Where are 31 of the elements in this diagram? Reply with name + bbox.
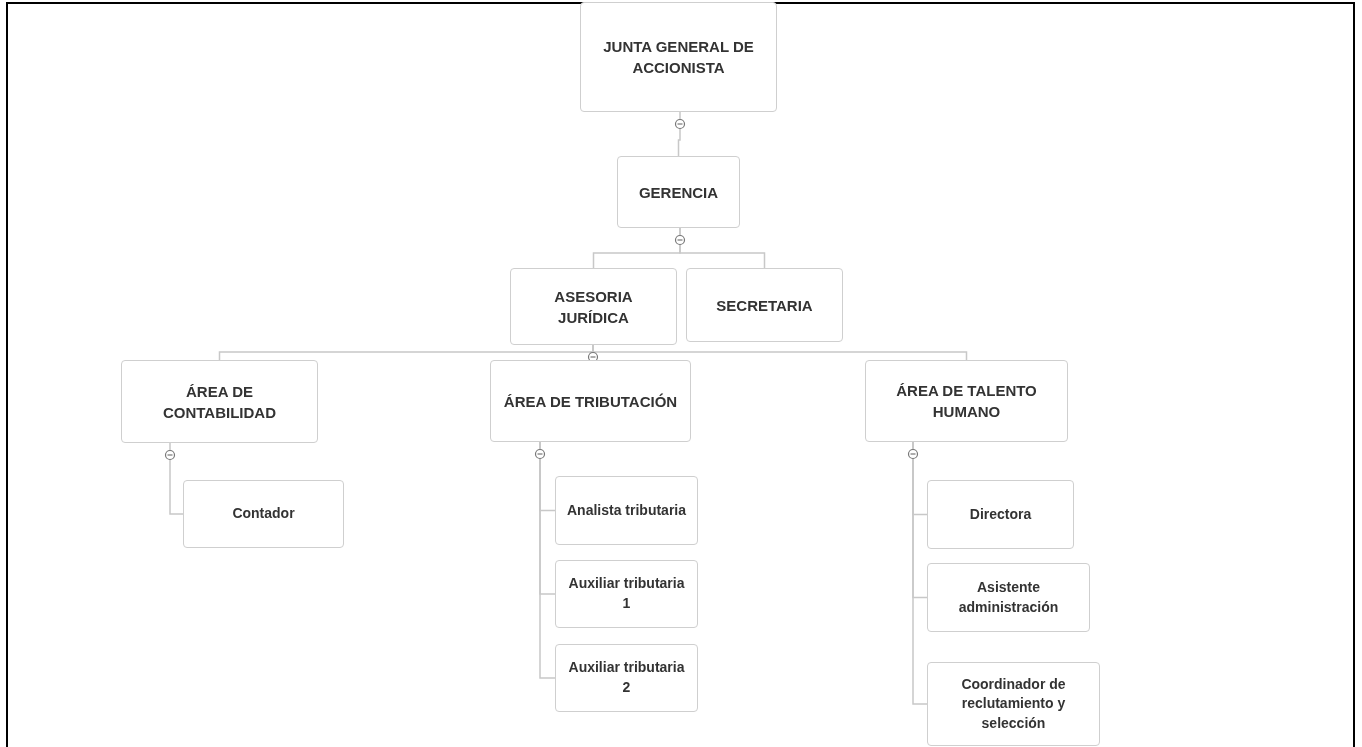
- org-box: [927, 662, 1100, 746]
- org-box: [510, 268, 677, 345]
- position-title: SECRETARIA: [716, 295, 813, 316]
- position-title: Auxiliar tributaria 1: [567, 574, 686, 613]
- org-box: [490, 360, 691, 442]
- org-box: [555, 560, 698, 628]
- connector-line: [677, 111, 681, 157]
- org-box: [617, 156, 740, 228]
- position-title: ÁREA DE TRIBUTACIÓN: [503, 391, 678, 412]
- position-title: Analista tributaria: [567, 500, 686, 520]
- org-box: [183, 480, 344, 548]
- position-title: ÁREA DE CONTABILIDAD: [161, 381, 277, 423]
- org-box: [927, 480, 1074, 549]
- org-box: [555, 476, 698, 545]
- org-box: [121, 360, 318, 443]
- org-box: [927, 563, 1090, 632]
- connector-line: [679, 227, 766, 269]
- position-title: ÁREA DE TALENTO HUMANO: [895, 381, 1038, 422]
- position-title: Coordinador de reclutamiento y selección: [960, 674, 1067, 733]
- org-box: [865, 360, 1068, 442]
- org-box: [686, 268, 843, 342]
- connector-line: [169, 442, 184, 515]
- position-title: Auxiliar tributaria 2: [567, 658, 686, 697]
- position-title: Contador: [232, 504, 295, 524]
- org-box: [555, 644, 698, 712]
- position-title: ASESORIA JURÍDICA: [553, 286, 634, 328]
- position-title: Asistente administración: [957, 577, 1060, 617]
- position-title: JUNTA GENERAL DE ACCIONISTA: [602, 37, 755, 78]
- org-box: [580, 2, 777, 112]
- position-title: Directora: [969, 504, 1032, 524]
- position-title: GERENCIA: [638, 182, 719, 203]
